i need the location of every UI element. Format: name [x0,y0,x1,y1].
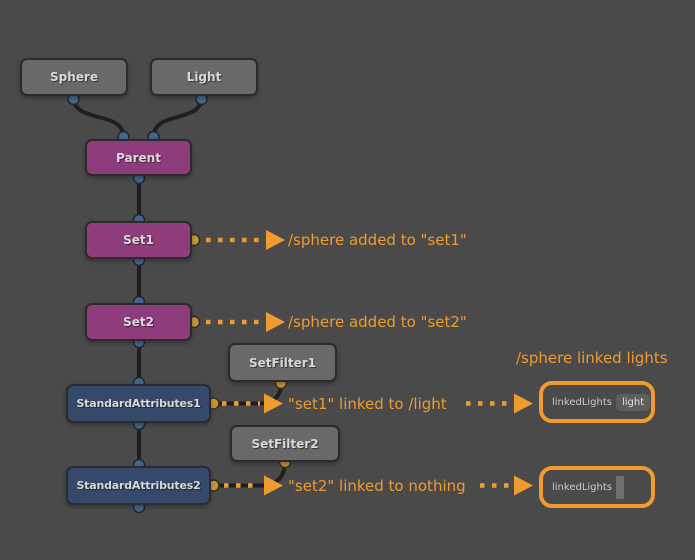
annotation-text-attributes2: "set2" linked to nothing [288,477,466,495]
wire-sphere-to-parent[interactable] [71,95,126,139]
arrow-triangle-icon [514,393,533,414]
node-label: Parent [116,150,161,165]
node-label: Sphere [50,70,98,84]
linked-lights-box-empty: linkedLights [539,466,655,508]
node-label: Set1 [123,233,154,247]
attribute-name: linkedLights [552,396,612,408]
node-parent[interactable]: Parent [85,139,192,176]
node-label: Set2 [123,315,154,329]
arrow-triangle-icon [264,393,283,414]
arrow-triangle-icon [264,475,283,496]
attribute-value-empty [616,475,624,499]
arrow-triangle-icon [266,230,285,250]
arrow-triangle-icon [266,312,285,332]
arrow-triangle-icon [514,475,533,496]
node-label: SetFilter1 [248,355,317,370]
node-set1[interactable]: Set1 [85,221,192,259]
attribute-name: linkedLights [552,481,612,493]
attribute-value-pill: light [616,393,651,411]
node-setfilter2[interactable]: SetFilter2 [230,425,340,462]
node-label: StandardAttributes1 [76,397,201,410]
annotation-heading: /sphere linked lights [516,349,668,367]
node-set2[interactable]: Set2 [85,303,192,341]
annotation-text-attributes1: "set1" linked to /light [288,395,447,413]
node-setfilter1[interactable]: SetFilter1 [228,343,337,382]
linked-lights-box-light: linkedLights light [539,381,655,423]
node-sphere[interactable]: Sphere [20,58,128,96]
wire-light-to-parent[interactable] [151,95,204,139]
node-standardattributes2[interactable]: StandardAttributes2 [66,466,211,505]
node-label: SetFilter2 [251,436,319,451]
node-label: StandardAttributes2 [76,479,201,492]
node-label: Light [186,70,222,84]
node-light[interactable]: Light [150,58,258,96]
annotation-text-set1: /sphere added to "set1" [288,231,467,249]
annotation-text-set2: /sphere added to "set2" [288,313,467,331]
node-standardattributes1[interactable]: StandardAttributes1 [66,384,211,423]
